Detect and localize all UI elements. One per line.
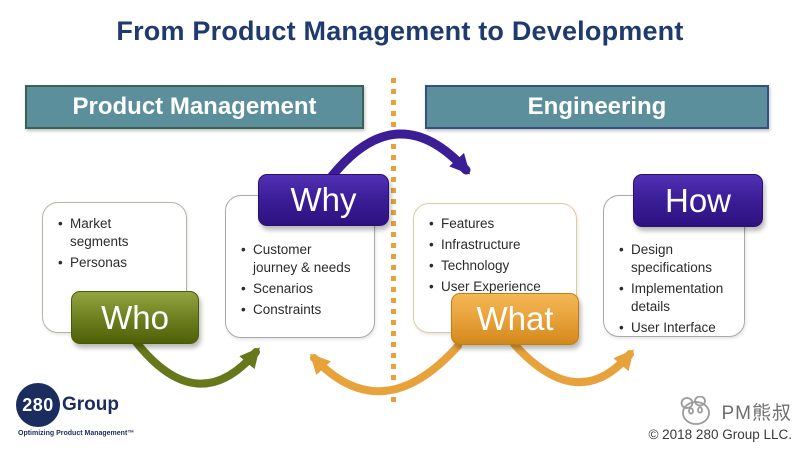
list-item: Implementation details [618,280,730,316]
list-item: User Experience [428,278,564,296]
list-item: Features [428,215,564,233]
arrow-amber-left-arc [309,342,462,396]
header-product-management-label: Product Management [72,93,317,120]
logo-tagline: Optimizing Product Management™ [18,430,135,437]
list-item: Scenarios [240,280,354,298]
list-item: Customer journey & needs [240,241,354,277]
logo-circle: 280 [16,383,60,427]
copyright-text: © 2018 280 Group LLC. [648,427,792,442]
how-list: Design specifications Implementation det… [618,241,730,337]
arrow-amber-right-arc [510,340,634,387]
page-title: From Product Management to Development [116,16,684,46]
list-item: Infrastructure [428,236,564,254]
list-item: Personas [57,254,158,272]
what-list: Features Infrastructure Technology User … [428,215,564,296]
how-badge-label: How [664,181,732,219]
why-badge-label: Why [290,181,357,218]
who-list: Market segments Personas [57,215,158,272]
watermark-block: PM熊叔 © 2018 280 Group LLC. [648,396,792,442]
arrow-purple-arc [327,129,471,181]
280group-logo: 280 Group Optimizing Product Management™ [14,383,154,443]
list-item: Market segments [57,215,158,251]
panda-icon [681,396,711,425]
header-engineering-label: Engineering [527,93,667,120]
who-badge: Who [71,291,199,344]
logo-group-text: Group [62,394,119,415]
who-badge-label: Who [101,298,169,336]
what-badge-label: What [476,300,554,337]
list-item: Design specifications [618,241,730,277]
dashed-divider [391,78,396,408]
watermark-row: PM熊叔 [648,396,792,426]
how-badge: How [633,174,763,227]
why-list: Customer journey & needs Scenarios Const… [240,241,354,319]
list-item: User Interface [618,319,730,337]
watermark-name: PM熊叔 [721,402,792,424]
arrow-olive-arc [132,338,260,388]
logo-number: 280 [22,394,54,415]
header-product-management: Product Management [25,85,364,129]
list-item: Technology [428,257,564,275]
why-badge: Why [258,174,389,226]
header-engineering: Engineering [425,85,769,129]
what-badge: What [451,293,579,345]
list-item: Constraints [240,301,354,319]
